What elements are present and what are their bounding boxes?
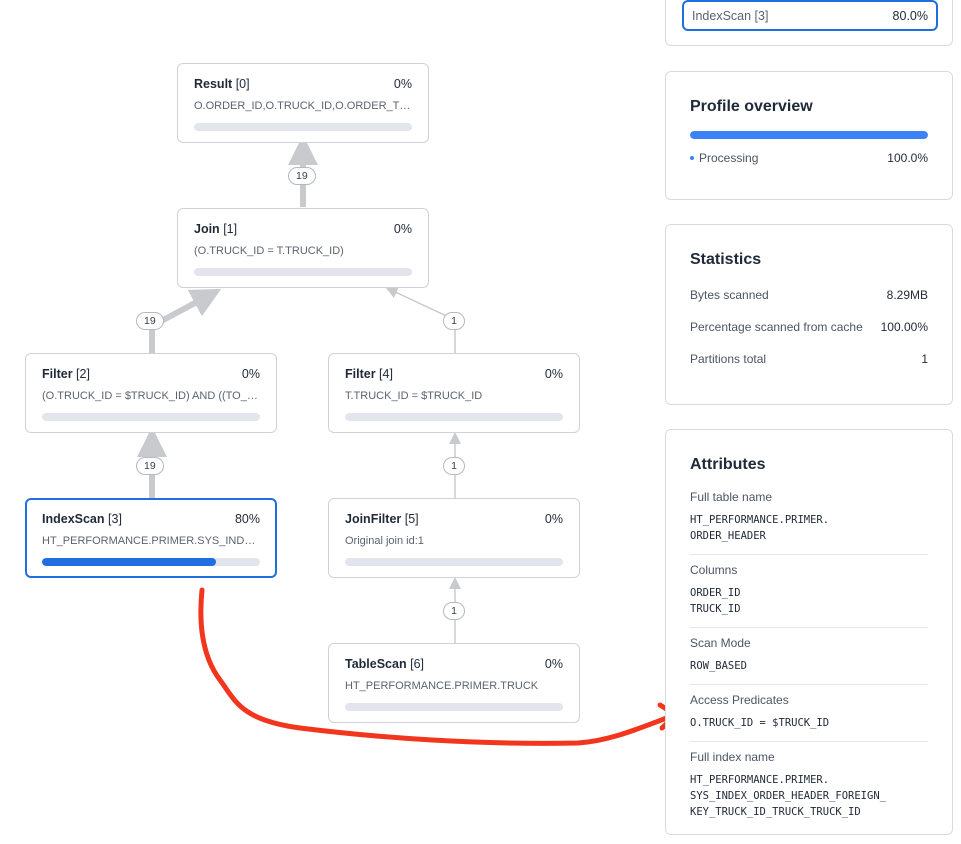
stat-label: Partitions total <box>690 352 767 366</box>
node-detail: HT_PERFORMANCE.PRIMER.SYS_INDEX_ORDER_HE… <box>42 535 260 547</box>
node-percent: 0% <box>544 512 563 526</box>
profile-overview-title: Profile overview <box>690 98 813 115</box>
attribute-label: Scan Mode <box>690 636 751 650</box>
annotation-arrow <box>198 587 675 746</box>
node-progress-bar <box>194 123 412 131</box>
attributes-title: Attributes <box>690 456 766 473</box>
plan-node-join[interactable]: Join [1] 0% (O.TRUCK_ID = T.TRUCK_ID) <box>177 208 429 288</box>
node-detail: (O.TRUCK_ID = $TRUCK_ID) AND ((TO_TIMEST… <box>42 390 260 402</box>
node-name: Join <box>194 222 220 236</box>
node-id: [5] <box>404 512 419 526</box>
node-progress-bar <box>345 558 563 566</box>
node-percent: 0% <box>393 77 412 91</box>
node-percent: 0% <box>544 657 563 671</box>
node-progress-bar <box>345 413 563 421</box>
node-detail: T.TRUCK_ID = $TRUCK_ID <box>345 390 483 402</box>
edge-badge-join-filter2: 19 <box>136 312 164 330</box>
stat-row-cache-percentage: Percentage scanned from cache 100.00% <box>690 311 928 343</box>
node-name: TableScan <box>345 657 407 671</box>
node-detail: HT_PERFORMANCE.PRIMER.TRUCK <box>345 680 539 692</box>
attribute-columns: Columns ORDER_ID TRUCK_ID <box>690 555 928 628</box>
plan-node-indexscan[interactable]: IndexScan [3] 80% HT_PERFORMANCE.PRIMER.… <box>25 498 277 578</box>
stat-value: 100.00% <box>880 320 928 334</box>
edge-badge-filter4-joinfilter: 1 <box>443 457 465 475</box>
stat-label: Bytes scanned <box>690 288 769 302</box>
node-id: [2] <box>76 367 90 381</box>
node-progress-fill <box>42 558 217 566</box>
node-detail: Original join id:1 <box>345 535 424 547</box>
most-expensive-nodes-panel: IndexScan [3] 80.0% <box>665 0 953 46</box>
node-id: [1] <box>223 222 238 236</box>
profile-overview-fill <box>690 131 928 139</box>
node-id: [4] <box>379 367 393 381</box>
node-name: JoinFilter <box>345 512 402 526</box>
node-name: Filter <box>42 367 73 381</box>
node-id: [0] <box>235 77 250 91</box>
node-name: Result <box>194 77 233 91</box>
statistics-panel: Statistics Bytes scanned 8.29MB Percenta… <box>665 224 953 405</box>
edge-badge-result-join: 19 <box>288 167 316 185</box>
attribute-value: HT_PERFORMANCE.PRIMER. SYS_INDEX_ORDER_H… <box>690 774 886 818</box>
edge-badge-joinfilter-tablescan: 1 <box>443 602 465 620</box>
top-node-label: IndexScan [3] <box>692 8 769 23</box>
processing-legend-label: Processing <box>699 151 759 165</box>
node-progress-bar <box>345 703 563 711</box>
plan-node-filter-4[interactable]: Filter [4] 0% T.TRUCK_ID = $TRUCK_ID <box>328 353 580 433</box>
plan-node-filter-2[interactable]: Filter [2] 0% (O.TRUCK_ID = $TRUCK_ID) A… <box>25 353 277 433</box>
attribute-full-index-name: Full index name HT_PERFORMANCE.PRIMER. S… <box>690 742 928 830</box>
node-percent: 0% <box>393 222 412 236</box>
stat-value: 1 <box>921 352 928 366</box>
attribute-value: HT_PERFORMANCE.PRIMER. ORDER_HEADER <box>690 514 830 542</box>
node-percent: 80% <box>234 512 260 526</box>
plan-node-tablescan[interactable]: TableScan [6] 0% HT_PERFORMANCE.PRIMER.T… <box>328 643 580 723</box>
node-progress-bar <box>42 413 260 421</box>
statistics-title: Statistics <box>690 251 762 268</box>
profile-overview-bar <box>690 131 928 139</box>
node-detail: O.ORDER_ID,O.TRUCK_ID,O.ORDER_TIMESTAMP <box>194 100 412 112</box>
attributes-panel: Attributes Full table name HT_PERFORMANC… <box>665 429 953 835</box>
profile-overview-panel: Profile overview Processing 100.0% <box>665 71 953 200</box>
node-id: [3] <box>108 512 122 526</box>
edge-badge-join-filter4: 1 <box>443 312 465 330</box>
attribute-label: Full table name <box>690 490 773 504</box>
node-name: Filter <box>345 367 376 381</box>
attribute-scan-mode: Scan Mode ROW_BASED <box>690 628 928 685</box>
processing-legend-value: 100.0% <box>887 151 928 165</box>
node-percent: 0% <box>241 367 260 381</box>
node-percent: 0% <box>544 367 563 381</box>
attribute-value: O.TRUCK_ID = $TRUCK_ID <box>690 717 830 729</box>
top-node-item[interactable]: IndexScan [3] 80.0% <box>682 0 938 31</box>
stat-label: Percentage scanned from cache <box>690 320 863 334</box>
attribute-label: Full index name <box>690 750 775 764</box>
attribute-value: ORDER_ID TRUCK_ID <box>690 587 741 615</box>
node-progress-bar <box>194 268 412 276</box>
plan-node-result[interactable]: Result [0] 0% O.ORDER_ID,O.TRUCK_ID,O.OR… <box>177 63 429 143</box>
stat-value: 8.29MB <box>886 288 928 302</box>
attribute-full-table-name: Full table name HT_PERFORMANCE.PRIMER. O… <box>690 482 928 555</box>
edge-badge-filter2-indexscan: 19 <box>136 457 164 475</box>
top-node-percent: 80.0% <box>892 8 928 23</box>
plan-node-joinfilter[interactable]: JoinFilter [5] 0% Original join id:1 <box>328 498 580 578</box>
stat-row-bytes-scanned: Bytes scanned 8.29MB <box>690 279 928 311</box>
attribute-value: ROW_BASED <box>690 660 747 672</box>
processing-legend-dot <box>690 156 694 160</box>
attribute-label: Access Predicates <box>690 693 789 707</box>
attribute-label: Columns <box>690 563 738 577</box>
node-id: [6] <box>410 657 424 671</box>
node-progress-bar <box>42 558 260 566</box>
stat-row-partitions-total: Partitions total 1 <box>690 343 928 375</box>
attribute-access-predicates: Access Predicates O.TRUCK_ID = $TRUCK_ID <box>690 685 928 742</box>
node-detail: (O.TRUCK_ID = T.TRUCK_ID) <box>194 245 344 257</box>
node-name: IndexScan <box>42 512 105 526</box>
